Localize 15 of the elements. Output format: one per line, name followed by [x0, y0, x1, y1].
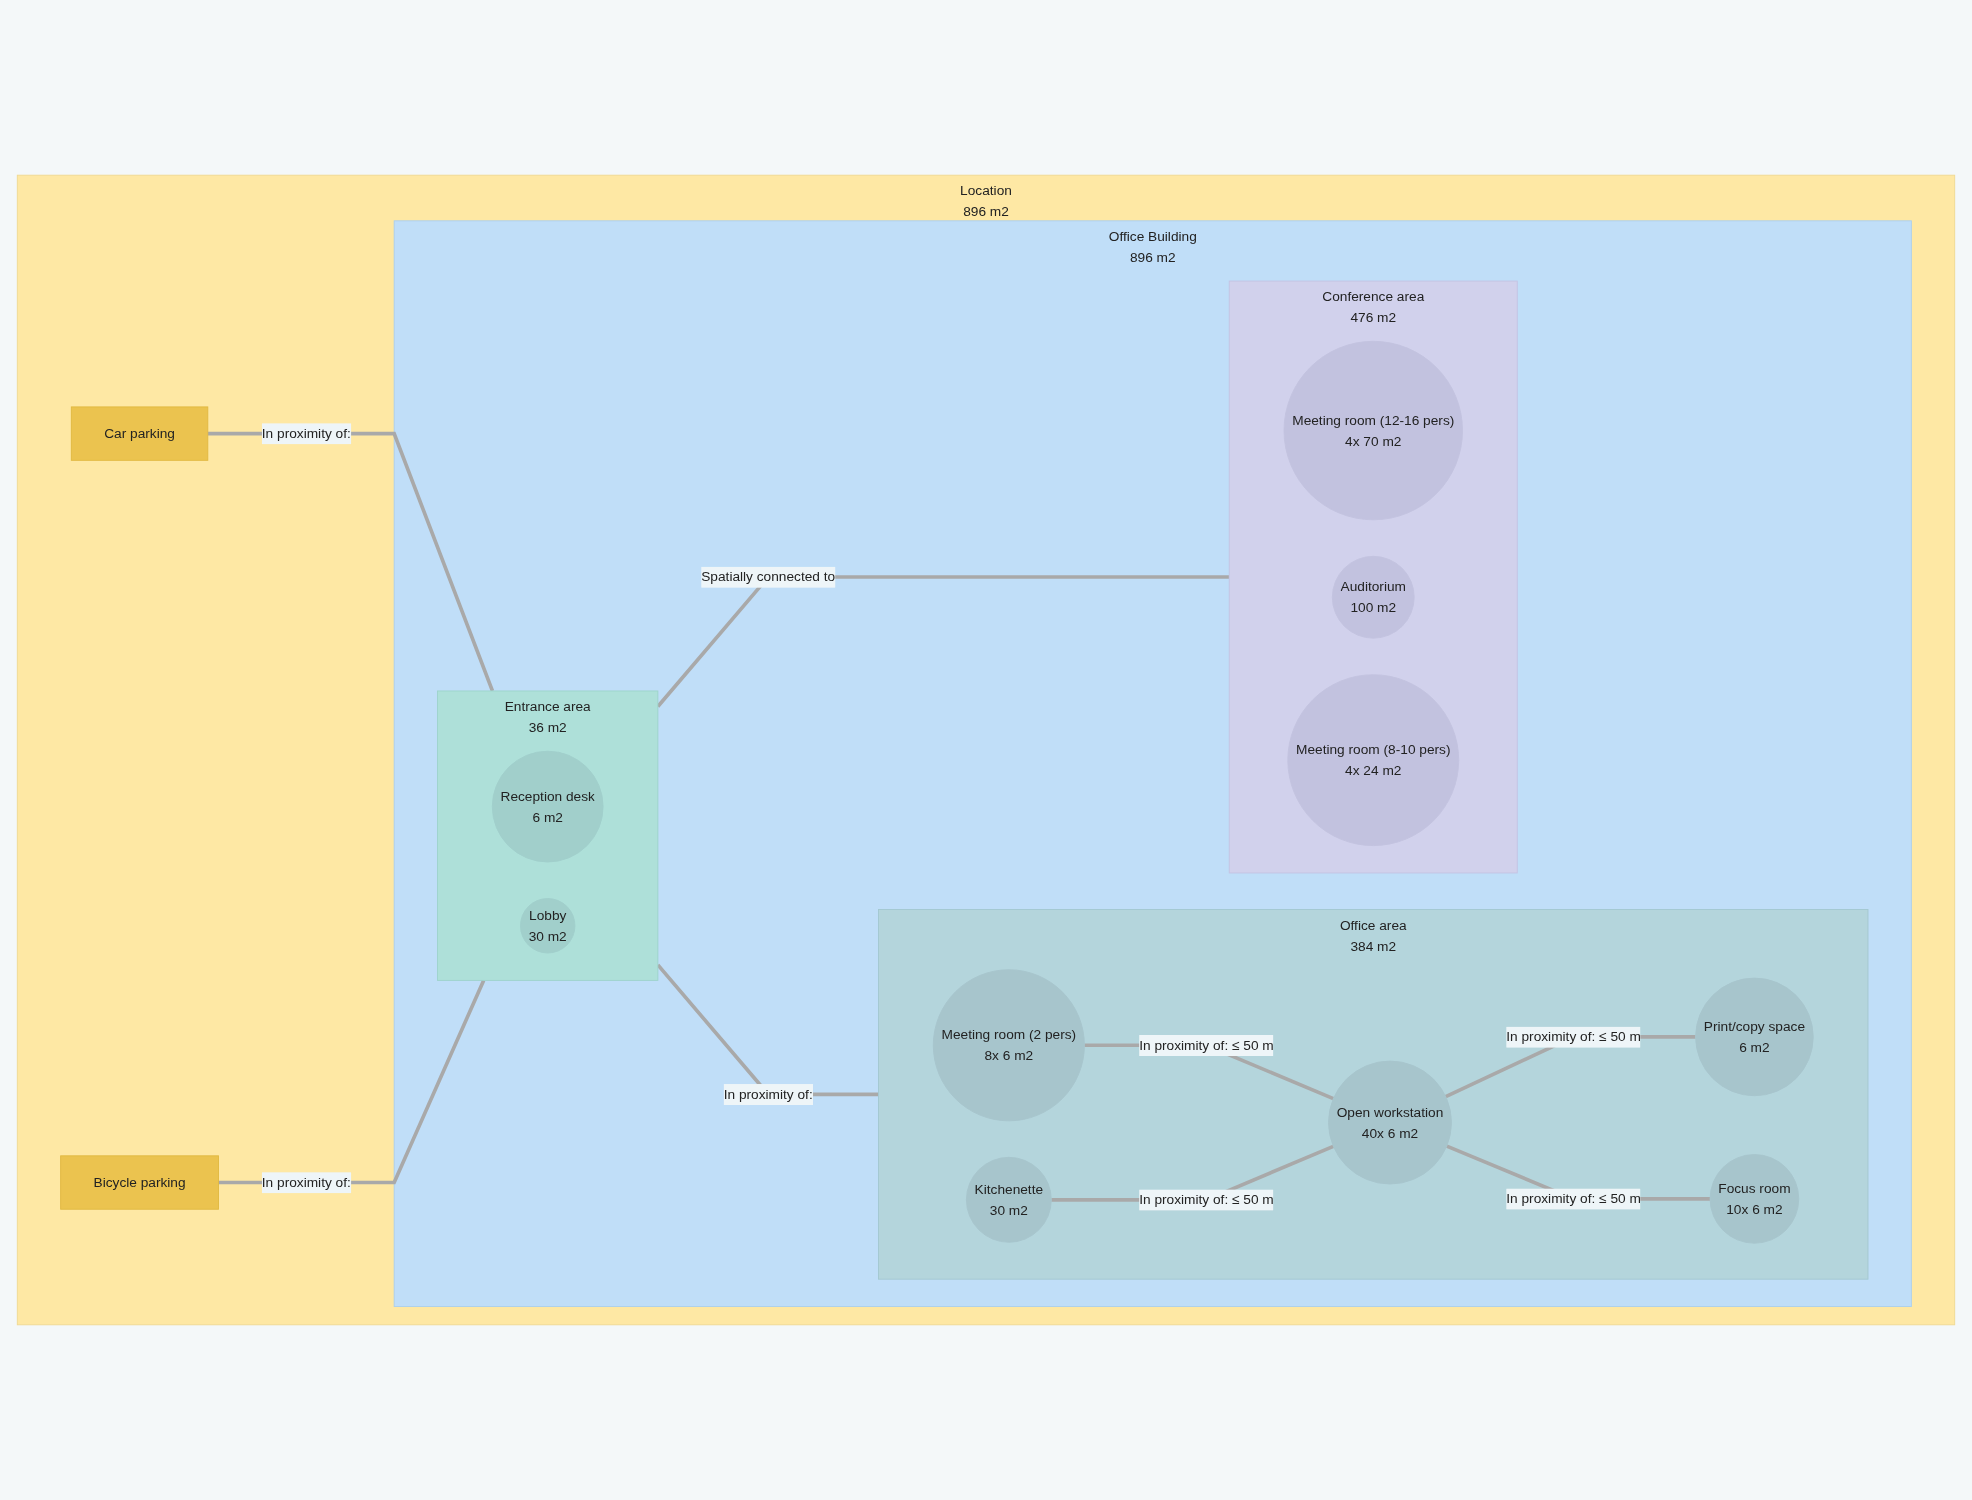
edge-label: In proximity of: ≤ 50 m — [1506, 1028, 1641, 1044]
edge-label: In proximity of: — [261, 1174, 351, 1190]
edge-label: In proximity of: ≤ 50 m — [1139, 1191, 1274, 1207]
edge-label: Spatially connected to — [701, 568, 836, 585]
node-circle: Print/copy space 6 m2 — [1695, 977, 1814, 1097]
edge-label: In proximity of: — [261, 425, 351, 441]
node-box: Car parking — [70, 406, 209, 461]
node-box: Bicycle parking — [60, 1155, 219, 1210]
node-circle: Open workstation 40x 6 m2 — [1328, 1060, 1452, 1185]
node-circle: Focus room 10x 6 m2 — [1709, 1154, 1800, 1244]
edge-label: In proximity of: ≤ 50 m — [1506, 1190, 1641, 1206]
edge-label: In proximity of: — [723, 1085, 813, 1102]
edge-label: In proximity of: ≤ 50 m — [1139, 1036, 1274, 1053]
node-circle: Kitchenette 30 m2 — [965, 1156, 1052, 1243]
node-circle: Meeting room (2 pers) 8x 6 m2 — [932, 969, 1085, 1122]
